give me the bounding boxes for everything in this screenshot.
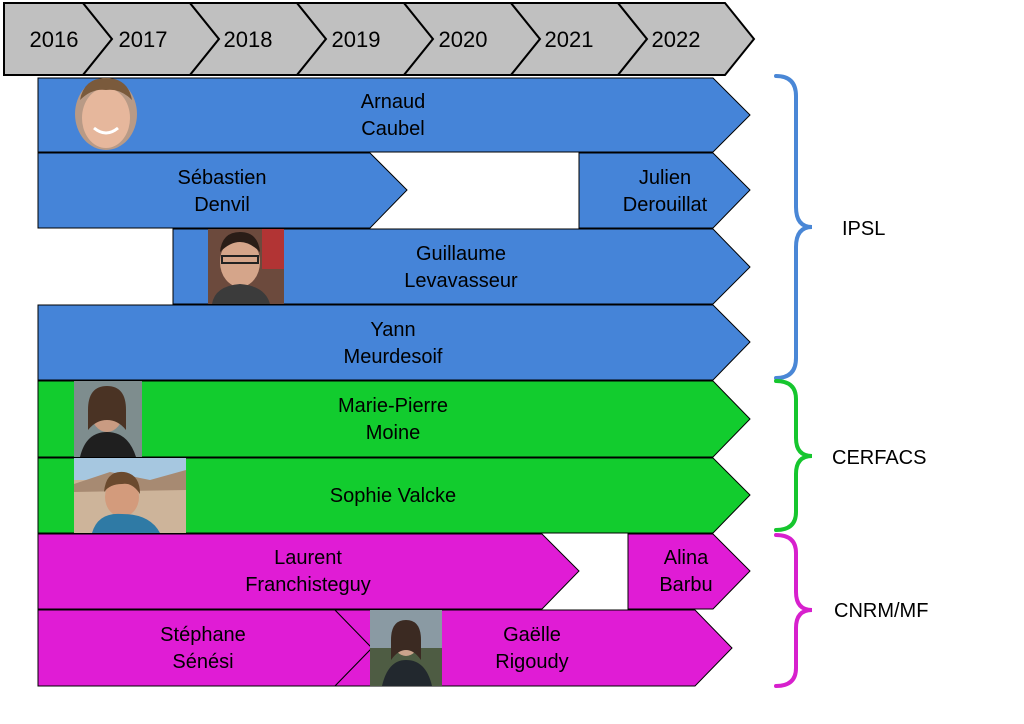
name-alina-first: Alina <box>664 547 709 569</box>
name-labels: Arnaud Caubel Sébastien Denvil Julien De… <box>160 91 713 673</box>
name-arnaud-first: Arnaud <box>361 91 426 113</box>
group-braces <box>774 74 813 688</box>
name-julien-last: Derouillat <box>623 194 708 216</box>
year-label-2018: 2018 <box>224 27 273 52</box>
name-sophie: Sophie Valcke <box>330 485 456 507</box>
bar-marie-pierre-moine <box>37 380 751 458</box>
year-chevron-2022 <box>615 2 756 76</box>
name-sebastien-first: Sébastien <box>178 167 267 189</box>
name-arnaud-last: Caubel <box>361 118 424 140</box>
name-stephane-last: Sénési <box>172 651 233 673</box>
group-label-cerfacs: CERFACS <box>832 447 926 469</box>
name-guillaume-first: Guillaume <box>416 243 506 265</box>
avatar-guillaume-levavasseur <box>208 229 284 304</box>
name-alina-last: Barbu <box>659 574 712 596</box>
bar-alina-barbu <box>627 533 751 610</box>
brace-ipsl <box>774 74 813 380</box>
name-laurent-first: Laurent <box>274 547 342 569</box>
name-yann-last: Meurdesoif <box>344 346 443 368</box>
group-label-ipsl: IPSL <box>842 218 885 240</box>
bar-stephane-senesi <box>37 609 373 687</box>
bar-sophie-valcke <box>37 457 751 534</box>
name-laurent-last: Franchisteguy <box>245 574 371 596</box>
bar-arnaud-caubel <box>37 77 751 153</box>
name-gaelle-first: Gaëlle <box>503 624 561 646</box>
brace-cerfacs <box>774 379 813 532</box>
photos <box>74 78 442 686</box>
year-header: 2016 2017 2018 2019 2020 2021 2022 <box>3 2 756 76</box>
bar-julien-derouillat <box>578 152 751 229</box>
name-mariepierre-first: Marie-Pierre <box>338 395 448 417</box>
avatar-sophie-valcke <box>74 458 186 533</box>
avatar-arnaud-caubel <box>75 78 137 150</box>
year-label-2016: 2016 <box>30 27 79 52</box>
avatar-marie-pierre-moine <box>74 381 142 457</box>
brace-cnrm <box>774 533 813 688</box>
year-label-2021: 2021 <box>545 27 594 52</box>
bar-yann-meurdesoif <box>37 304 751 381</box>
bar-guillaume-levavasseur <box>172 228 751 305</box>
bar-laurent-franchisteguy <box>37 533 580 610</box>
year-label-2017: 2017 <box>119 27 168 52</box>
group-label-cnrm: CNRM/MF <box>834 600 928 622</box>
bar-sebastien-denvil <box>37 152 408 229</box>
name-mariepierre-last: Moine <box>366 422 420 444</box>
avatar-gaelle-rigoudy <box>370 610 442 686</box>
name-sebastien-last: Denvil <box>194 194 250 216</box>
year-label-2022: 2022 <box>652 27 701 52</box>
ipsl-bars <box>37 77 751 381</box>
name-yann-first: Yann <box>370 319 415 341</box>
name-julien-first: Julien <box>639 167 691 189</box>
year-label-2020: 2020 <box>439 27 488 52</box>
group-labels: IPSL CERFACS CNRM/MF <box>832 218 928 622</box>
name-gaelle-last: Rigoudy <box>495 651 568 673</box>
year-label-2019: 2019 <box>332 27 381 52</box>
name-guillaume-last: Levavasseur <box>404 270 518 292</box>
name-stephane-first: Stéphane <box>160 624 246 646</box>
cerfacs-bars <box>37 380 751 534</box>
